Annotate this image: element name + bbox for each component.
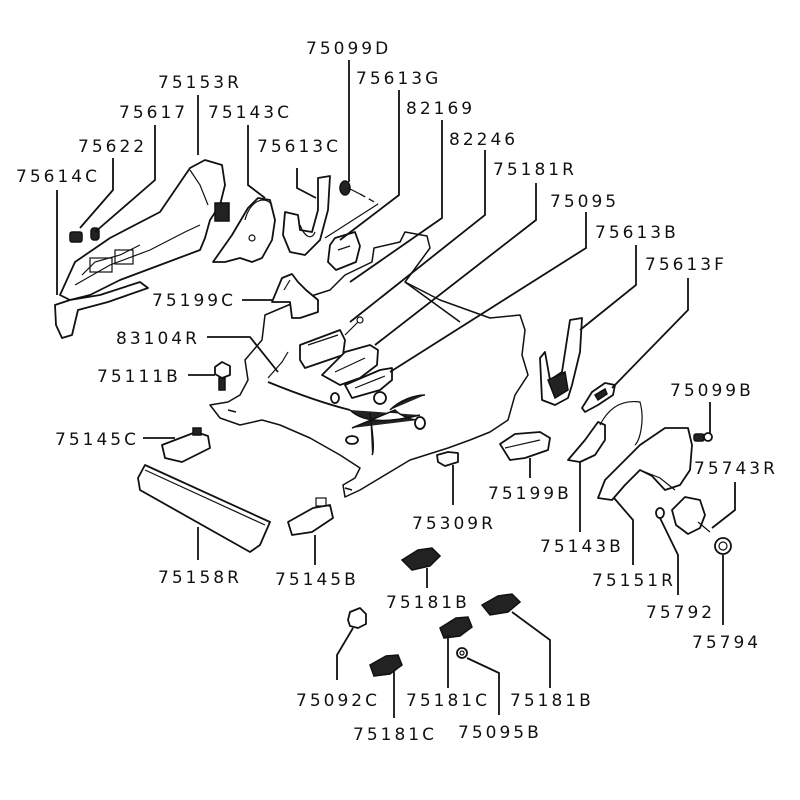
part-75743R-buckle[interactable]: [671, 496, 711, 535]
label-75181C-a[interactable]: 75181C: [406, 691, 490, 711]
part-75143B-lever[interactable]: [567, 400, 643, 463]
part-75111B-bolt[interactable]: [214, 361, 231, 391]
label-75613G[interactable]: 75613G: [356, 69, 441, 89]
label-75099D[interactable]: 75099D: [306, 39, 391, 59]
part-75614C-cover[interactable]: [54, 281, 149, 339]
label-75158R[interactable]: 75158R: [158, 568, 242, 588]
label-75309R[interactable]: 75309R: [412, 514, 496, 534]
part-75613G-bracket[interactable]: [324, 203, 379, 271]
part-75145C-cover[interactable]: [161, 427, 211, 463]
label-75181C-b[interactable]: 75181C: [353, 725, 437, 745]
label-83104R[interactable]: 83104R: [116, 329, 200, 349]
leader-lines: [56, 60, 736, 718]
label-75614C[interactable]: 75614C: [16, 167, 100, 187]
part-75792-clip[interactable]: [655, 507, 665, 519]
part-75095B-knob[interactable]: [456, 647, 468, 659]
label-75095B[interactable]: 75095B: [458, 723, 542, 743]
part-75199C-bracket[interactable]: [271, 273, 319, 319]
label-75095[interactable]: 75095: [550, 192, 619, 212]
part-75092C-cap[interactable]: [347, 607, 367, 629]
label-75622[interactable]: 75622: [78, 137, 147, 157]
part-labels: 75099D 75613G 75153R 82169 75617 75143C …: [16, 39, 778, 745]
label-75181B-a[interactable]: 75181B: [386, 593, 470, 613]
part-75181C-b-switch[interactable]: [369, 654, 403, 677]
label-75617[interactable]: 75617: [119, 103, 188, 123]
label-82169[interactable]: 82169: [406, 99, 475, 119]
part-75145B-cover[interactable]: [287, 497, 334, 536]
part-75158R-rail-cover[interactable]: [137, 464, 271, 553]
label-75143C[interactable]: 75143C: [208, 103, 292, 123]
seat-frame-outline: [209, 231, 529, 498]
part-75099D-screw[interactable]: [339, 180, 379, 205]
part-75622-knob[interactable]: [69, 231, 83, 243]
label-75613C[interactable]: 75613C: [257, 137, 341, 157]
label-75743R[interactable]: 75743R: [694, 459, 778, 479]
part-83104R-harness[interactable]: [267, 351, 426, 456]
part-75199B-bracket[interactable]: [499, 431, 551, 461]
part-75181B-b-switch[interactable]: [480, 593, 522, 616]
label-75099B[interactable]: 75099B: [670, 381, 754, 401]
label-75613F[interactable]: 75613F: [645, 255, 727, 275]
part-75309R-clip[interactable]: [436, 451, 459, 467]
label-75613B[interactable]: 75613B: [595, 223, 679, 243]
label-75145C[interactable]: 75145C: [55, 430, 139, 450]
part-75151R-side-cover[interactable]: [597, 427, 693, 501]
label-75181B-b[interactable]: 75181B: [510, 691, 594, 711]
label-75794[interactable]: 75794: [692, 633, 761, 653]
label-75181R[interactable]: 75181R: [493, 160, 577, 180]
part-75181R-switch[interactable]: [344, 367, 393, 399]
part-82246-switch[interactable]: [321, 344, 379, 386]
part-75143C-lever[interactable]: [212, 197, 276, 263]
label-75092C[interactable]: 75092C: [296, 691, 380, 711]
label-75111B[interactable]: 75111B: [97, 367, 181, 387]
part-75794-nut[interactable]: [714, 537, 732, 555]
part-75181C-a-switch[interactable]: [439, 616, 473, 639]
part-75613C-bracket[interactable]: [282, 175, 331, 256]
part-75095-knob[interactable]: [373, 391, 387, 405]
label-75143B[interactable]: 75143B: [540, 537, 624, 557]
label-75199B[interactable]: 75199B: [488, 484, 572, 504]
part-75613B-bracket[interactable]: [539, 317, 583, 406]
label-75199C[interactable]: 75199C: [152, 291, 236, 311]
part-75181B-a-switch[interactable]: [400, 547, 442, 571]
label-75145B[interactable]: 75145B: [275, 570, 359, 590]
part-75153R-side-shield[interactable]: [59, 159, 230, 301]
label-75153R[interactable]: 75153R: [158, 73, 242, 93]
label-75792[interactable]: 75792: [646, 603, 715, 623]
label-75151R[interactable]: 75151R: [592, 571, 676, 591]
part-75099B-screw[interactable]: [693, 432, 713, 442]
part-75613F-bracket[interactable]: [581, 382, 616, 413]
label-82246[interactable]: 82246: [449, 130, 518, 150]
